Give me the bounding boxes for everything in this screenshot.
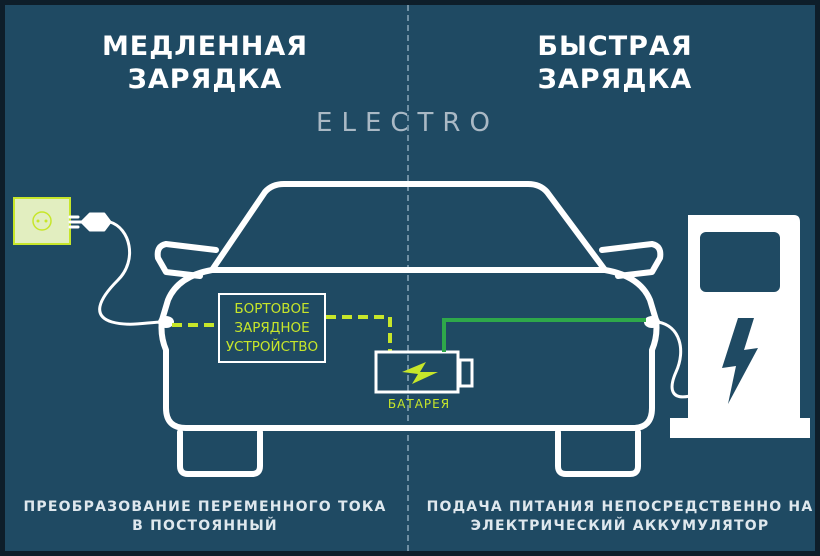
heading-slow-charging: МЕДЛЕННАЯ ЗАРЯДКА <box>101 31 309 95</box>
center-divider <box>407 5 409 551</box>
right-charge-port <box>644 316 660 328</box>
left-charge-port <box>158 316 174 328</box>
heading-fast-charging: БЫСТРАЯ ЗАРЯДКА <box>537 31 693 95</box>
charging-station-icon <box>670 215 810 438</box>
dc-power-line-fast <box>442 318 646 352</box>
dc-power-line-slow <box>326 315 392 352</box>
battery-icon <box>374 350 474 394</box>
fast-charge-cable <box>656 320 692 399</box>
lightning-icon <box>722 318 758 404</box>
plug-icon <box>68 212 112 232</box>
slow-charge-cable <box>98 220 165 326</box>
caption-fast-charging: ПОДАЧА ПИТАНИЯ НЕПОСРЕДСТВЕННО НА ЭЛЕКТР… <box>426 499 814 534</box>
onboard-charger-label: БОРТОВОЕ ЗАРЯДНОЕ УСТРОЙСТВО <box>218 293 326 363</box>
socket-icon <box>13 197 71 245</box>
battery-label: БАТАРЕЯ <box>387 397 451 411</box>
brand-logo: ELECTRO <box>316 108 499 138</box>
caption-slow-charging: ПРЕОБРАЗОВАНИЕ ПЕРЕМЕННОГО ТОКА В ПОСТОЯ… <box>23 499 387 534</box>
